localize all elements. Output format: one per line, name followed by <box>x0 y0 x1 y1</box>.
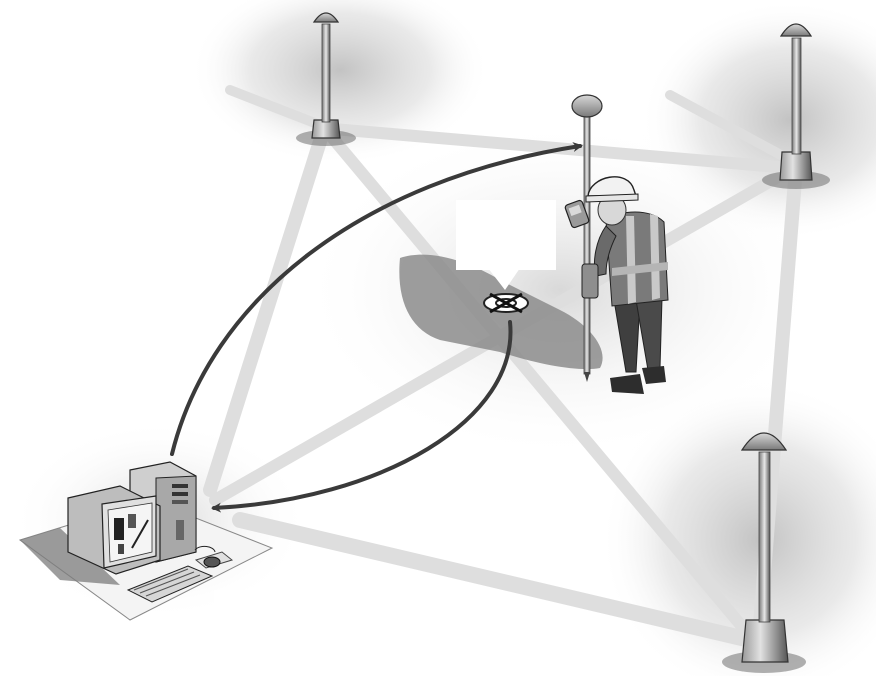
arrow-marker-to-computer <box>211 320 513 513</box>
halo-bottom-right <box>600 380 876 676</box>
rover-antenna-icon <box>571 94 603 118</box>
link-top-left-to-computer <box>203 128 329 497</box>
monitor-icon <box>67 485 161 575</box>
antenna-dome-icon <box>779 23 813 37</box>
mouse-icon <box>194 545 234 569</box>
arrow-computer-to-rover <box>170 142 583 456</box>
halo-top-left <box>190 0 490 165</box>
surveyor-figure <box>564 176 669 394</box>
rover-pole <box>571 94 603 382</box>
callout-tail <box>488 268 520 290</box>
link-top-left-to-bottom-right <box>324 129 751 636</box>
link-top-right-to-top-left-side <box>665 90 795 165</box>
keyboard-icon <box>126 565 214 603</box>
data-flow-arrows <box>170 142 583 513</box>
blank-panel <box>214 590 444 676</box>
callout-box <box>456 200 556 270</box>
survey-point-marker <box>483 292 529 314</box>
link-top-left-to-top-right <box>316 122 796 174</box>
hard-hat-icon <box>587 176 637 197</box>
link-bottom-left-to-top-left <box>225 85 325 130</box>
base-station-top-left <box>296 12 356 146</box>
base-station-top-right <box>762 23 830 189</box>
link-bottom-right-to-computer <box>232 512 758 648</box>
antenna-dome-icon <box>740 432 788 451</box>
control-computer <box>18 461 274 621</box>
antenna-dome-icon <box>312 12 340 23</box>
base-station-bottom-right <box>722 432 806 673</box>
